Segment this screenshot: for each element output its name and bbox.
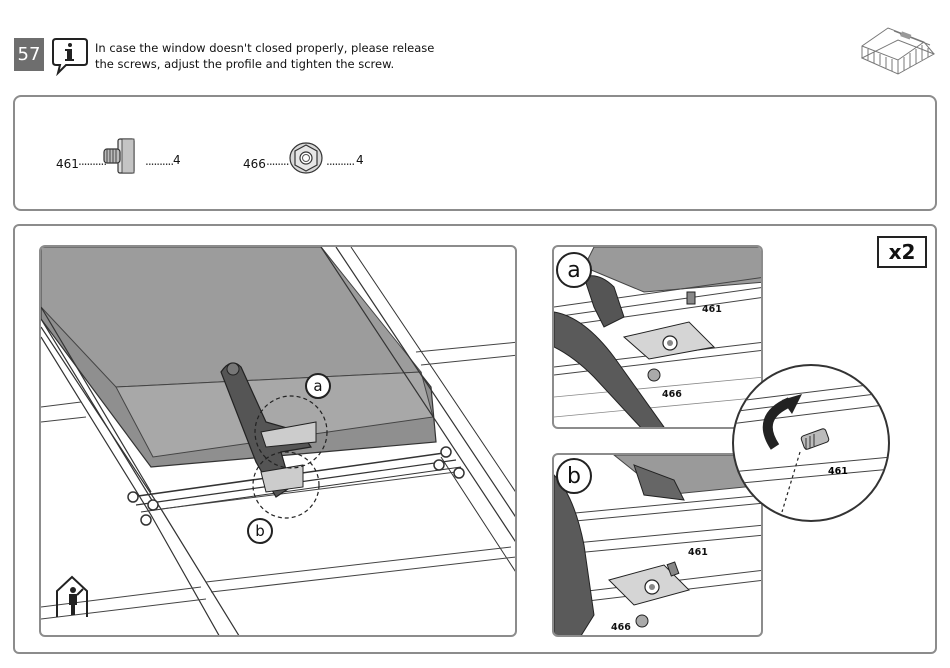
instruction-line-1: In case the window doesn't closed proper… [95, 40, 434, 56]
detail-b-label: b [567, 464, 581, 489]
instruction-text: In case the window doesn't closed proper… [95, 40, 434, 72]
part-quantity: 4 [173, 153, 181, 167]
detail-a-callout: a [556, 252, 592, 288]
leader-dots: ........ [266, 154, 289, 168]
info-icon [52, 36, 88, 76]
part-461-row: 461 [56, 153, 79, 172]
step-number-badge: 57 [14, 38, 44, 71]
detail-b-nut-code: 466 [611, 622, 631, 633]
callout-b: b [247, 518, 273, 544]
detail-a-label: a [567, 258, 580, 283]
leader-dots: .......... [326, 154, 354, 168]
detail-b-callout: b [556, 458, 592, 494]
part-quantity: 4 [356, 153, 364, 167]
callout-a-label: a [313, 377, 322, 395]
step-number: 57 [18, 44, 41, 65]
instruction-line-2: the screws, adjust the profile and tight… [95, 56, 434, 72]
parts-panel [13, 95, 937, 211]
rotation-bolt-code: 461 [828, 466, 848, 477]
part-code: 461 [56, 157, 79, 171]
overview-illustration [39, 245, 517, 637]
rotation-detail-circle: 461 [730, 362, 892, 524]
detail-a-nut-code: 466 [662, 389, 682, 400]
callout-a: a [305, 373, 331, 399]
person-inside-icon [55, 575, 89, 619]
roof-window-drawing [41, 247, 517, 637]
detail-a-bolt-code: 461 [702, 304, 722, 315]
quantity-multiplier-badge: x2 [877, 236, 927, 268]
flange-nut-icon [287, 139, 325, 175]
greenhouse-icon [858, 20, 938, 78]
detail-b-bolt-code: 461 [688, 547, 708, 558]
part-466-row: 466 [243, 153, 266, 172]
quantity-multiplier: x2 [889, 240, 916, 264]
leader-dots: .......... [145, 154, 173, 168]
square-bolt-icon [102, 136, 144, 178]
part-code: 466 [243, 157, 266, 171]
callout-b-label: b [255, 522, 265, 540]
